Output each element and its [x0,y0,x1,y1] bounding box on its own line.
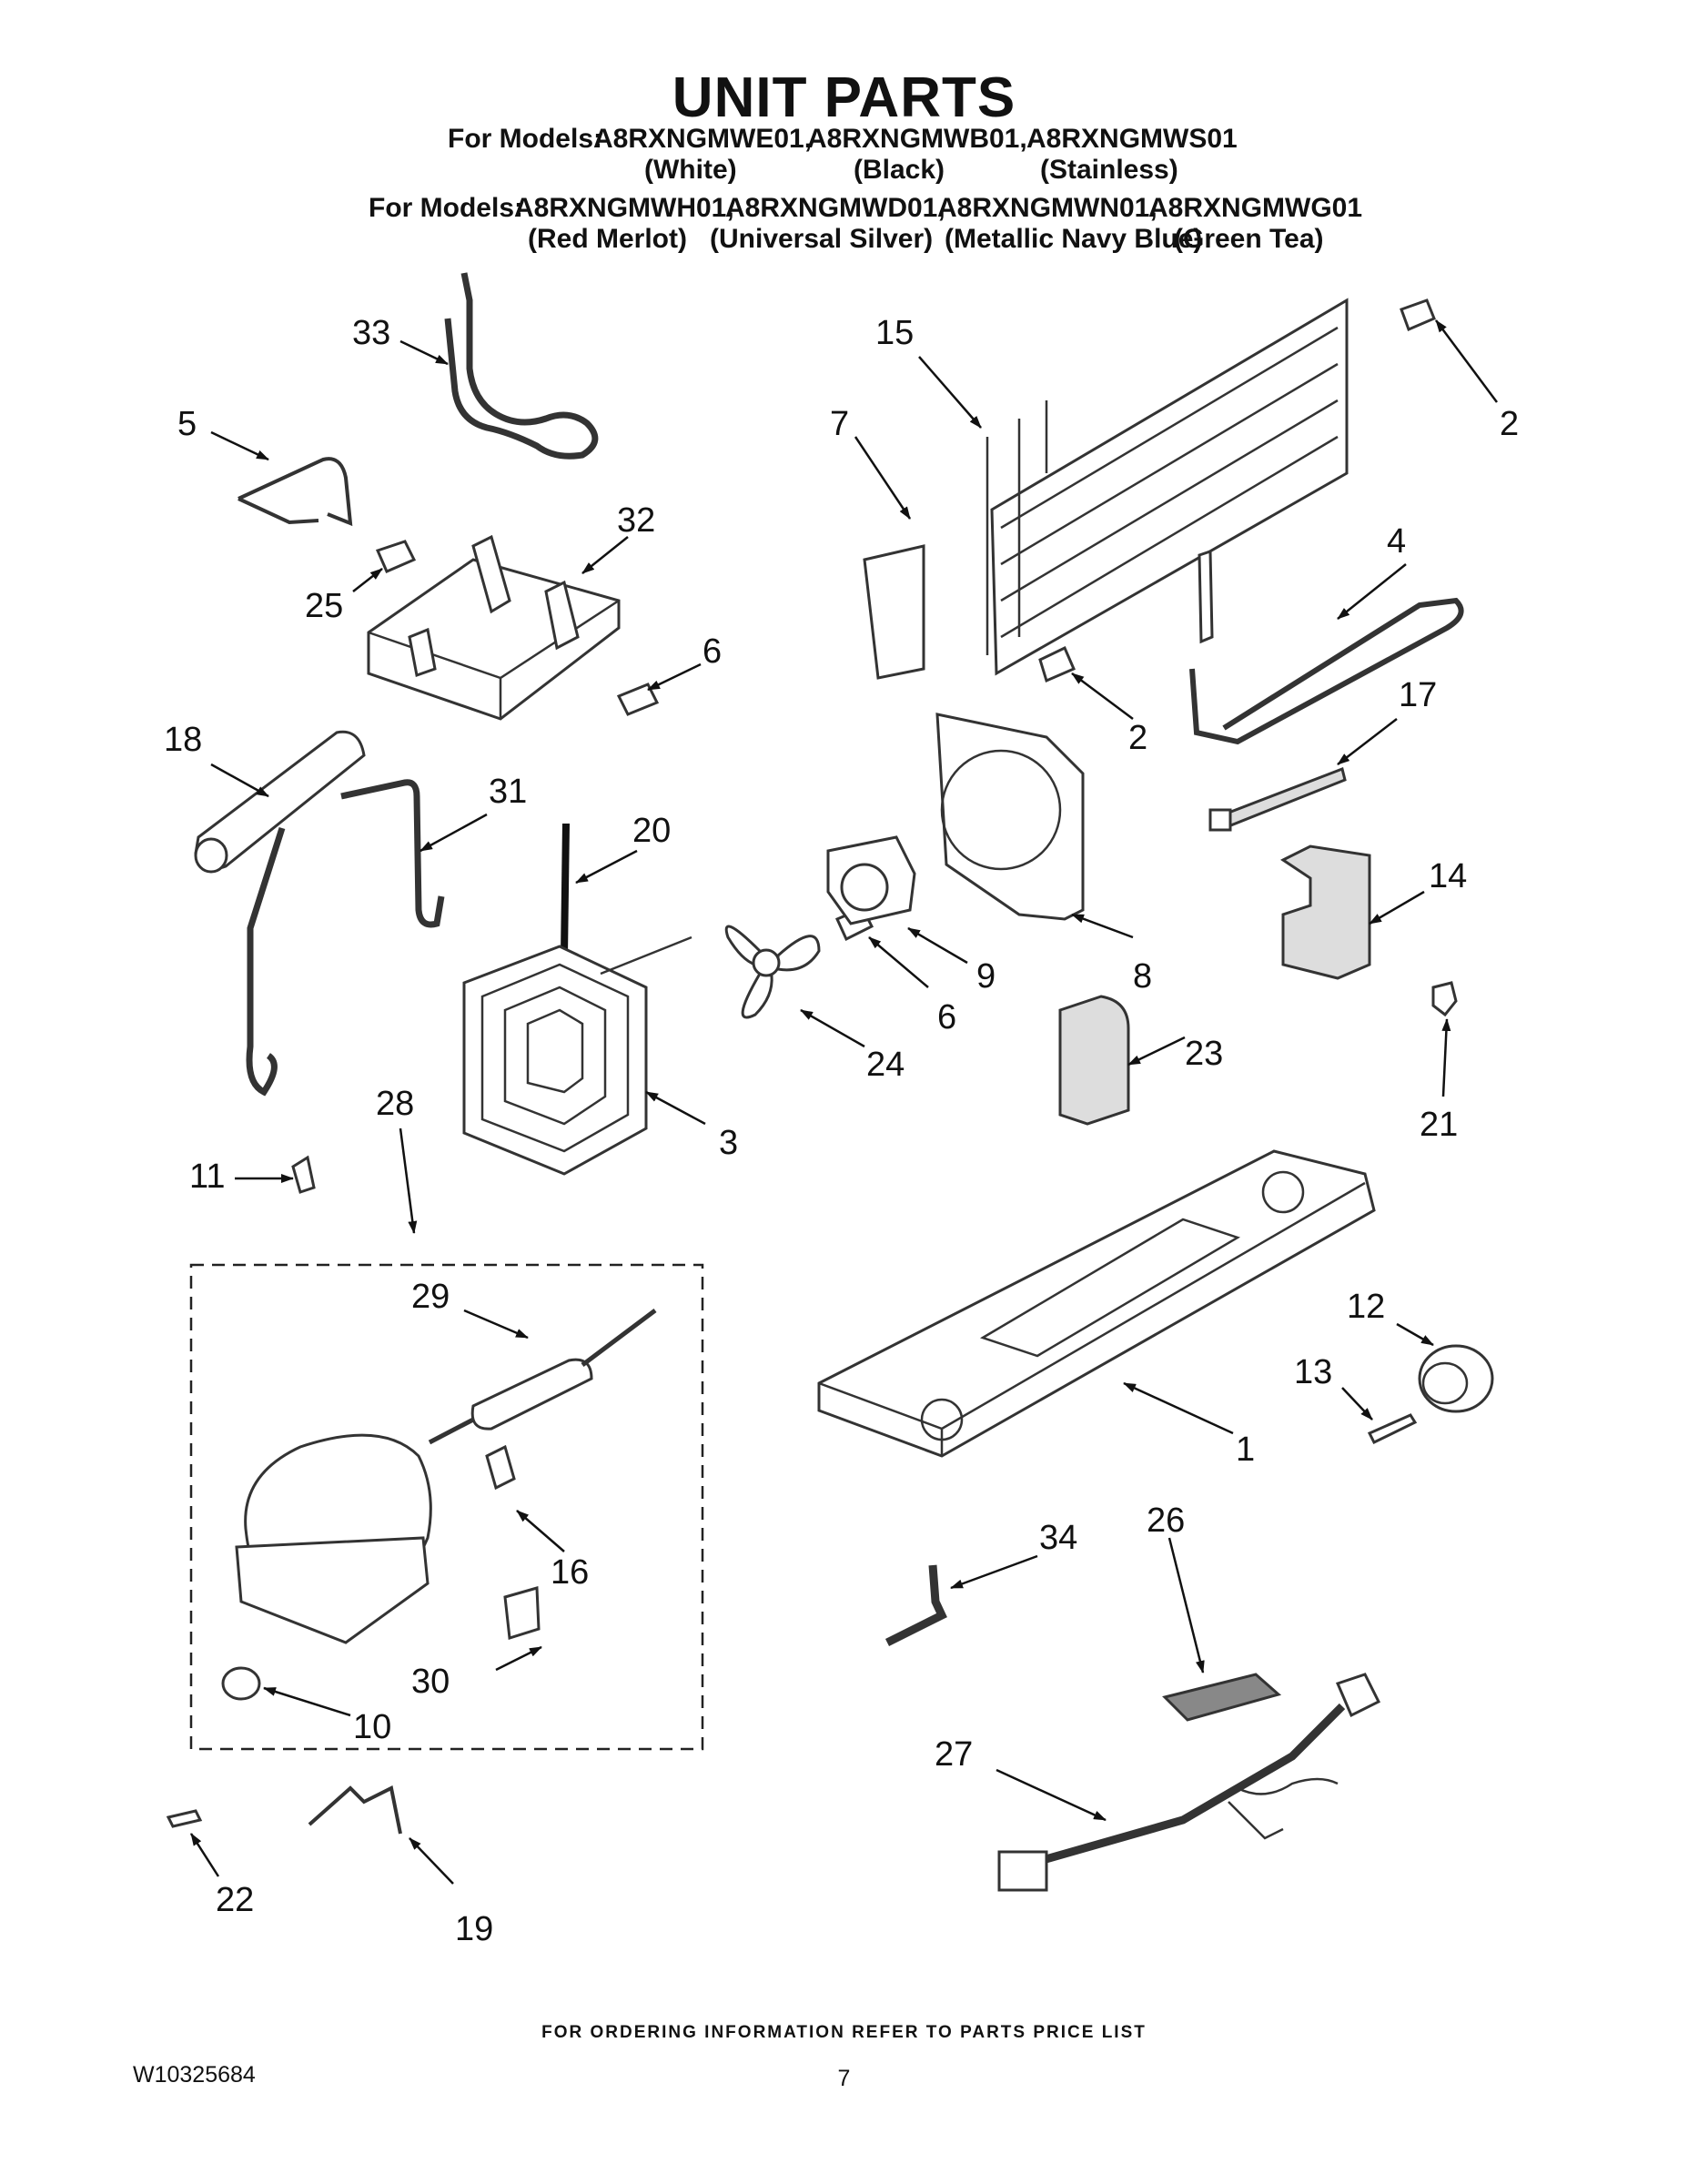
compressor-assembly-box [189,1263,704,1751]
part-33-tube-drawing [444,272,599,460]
part-24-fan-blade-drawing [724,925,821,1019]
part-17-tie-strap-drawing [1208,766,1347,832]
callout-34: 34 [1039,1519,1077,1557]
page-title: UNIT PARTS [672,66,1016,129]
callout-12: 12 [1347,1288,1385,1326]
part-1-base-plate-drawing [817,1149,1376,1458]
ordering-note: FOR ORDERING INFORMATION REFER TO PARTS … [541,2023,1147,2042]
model-color: (Metallic Navy Blue) [945,224,1203,254]
model-number: A8RXNGMWS01 [1026,124,1238,154]
callout-27: 27 [935,1735,973,1774]
callout-18: 18 [164,721,202,759]
part-18-31-tube-drawing [194,730,445,1097]
callout-25: 25 [305,587,343,625]
callout-26: 26 [1147,1502,1185,1540]
model-color: (Stainless) [1040,155,1178,185]
part-26-label-drawing [1162,1673,1282,1722]
model-color: (Black) [854,155,945,185]
callout-33: 33 [352,314,390,352]
callout-15: 15 [875,314,914,352]
part-4-heater-drawing [1189,549,1464,745]
callout-17: 17 [1399,676,1437,714]
model-color: (White) [644,155,737,185]
callout-11: 11 [189,1158,225,1196]
callout-10: 10 [353,1708,391,1746]
callout-23: 23 [1185,1035,1223,1073]
model-number: A8RXNGMWD01, [725,193,945,223]
part-22-clip-drawing [166,1809,203,1828]
part-19-wire-drawing [308,1785,402,1835]
part-5-clip-drawing [238,457,353,527]
callout-29: 29 [411,1278,450,1316]
callout-2: 2 [1128,719,1147,757]
callout-24: 24 [866,1046,905,1084]
page-number: 7 [837,2066,851,2091]
part-23-foam-drawing [1058,995,1130,1126]
callout-30: 30 [411,1663,450,1701]
callout-16: 16 [551,1553,589,1592]
callout-9: 9 [976,957,996,996]
callout-14: 14 [1429,857,1467,895]
document-code: W10325684 [133,2062,256,2088]
part-12-wheel-drawing [1418,1344,1494,1413]
model-color: (Universal Silver) [710,224,934,254]
callout-20: 20 [632,812,671,850]
callout-32: 32 [617,501,655,540]
model-number: A8RXNGMWB01, [807,124,1027,154]
part-29-dryer-drawing [428,1309,657,1445]
part-28-compressor-drawing [221,1433,541,1701]
callout-21: 21 [1420,1106,1458,1144]
model-color: (Red Merlot) [528,224,687,254]
model-number: A8RXNGMWG01 [1148,193,1363,223]
part-8-fan-shroud-drawing [935,713,1085,921]
callout-8: 8 [1133,957,1152,996]
callout-2: 2 [1500,405,1519,443]
callout-19: 19 [455,1910,493,1948]
part-7-15-evaporator-drawing [863,298,1349,680]
callout-7: 7 [830,405,849,443]
part-32-tray-drawing [367,534,621,721]
models-line2-prefix: For Models: [369,193,523,223]
callout-leader-lines [189,319,1499,1885]
part-21-clip-drawing [1431,981,1458,1017]
part-9-fan-motor-drawing [826,835,916,925]
part-13-pin-drawing [1367,1413,1418,1445]
callout-1: 1 [1236,1431,1255,1469]
callout-31: 31 [489,773,527,811]
callout-22: 22 [216,1881,254,1919]
model-number: A8RXNGMWH01, [514,193,734,223]
callout-6: 6 [702,632,722,671]
part-27-harness-drawing [997,1673,1381,1892]
callout-6: 6 [937,998,956,1036]
part-11-clip-drawing [291,1155,316,1194]
callout-5: 5 [177,405,197,443]
part-3-condenser-drawing [462,935,692,1176]
callout-28: 28 [376,1085,414,1123]
part-34-tube-drawing [884,1564,947,1647]
model-number: A8RXNGMWE01, [593,124,813,154]
model-number: A8RXNGMWN01, [937,193,1157,223]
model-color: (Green Tea) [1174,224,1324,254]
callout-numbers: 33 5 32 25 6 18 31 20 28 11 29 16 30 10 … [164,314,1519,1948]
callout-13: 13 [1294,1353,1332,1391]
part-14-foam-drawing [1280,844,1371,980]
callout-3: 3 [719,1124,738,1162]
models-line1-prefix: For Models: [448,124,602,154]
callout-4: 4 [1387,522,1406,561]
